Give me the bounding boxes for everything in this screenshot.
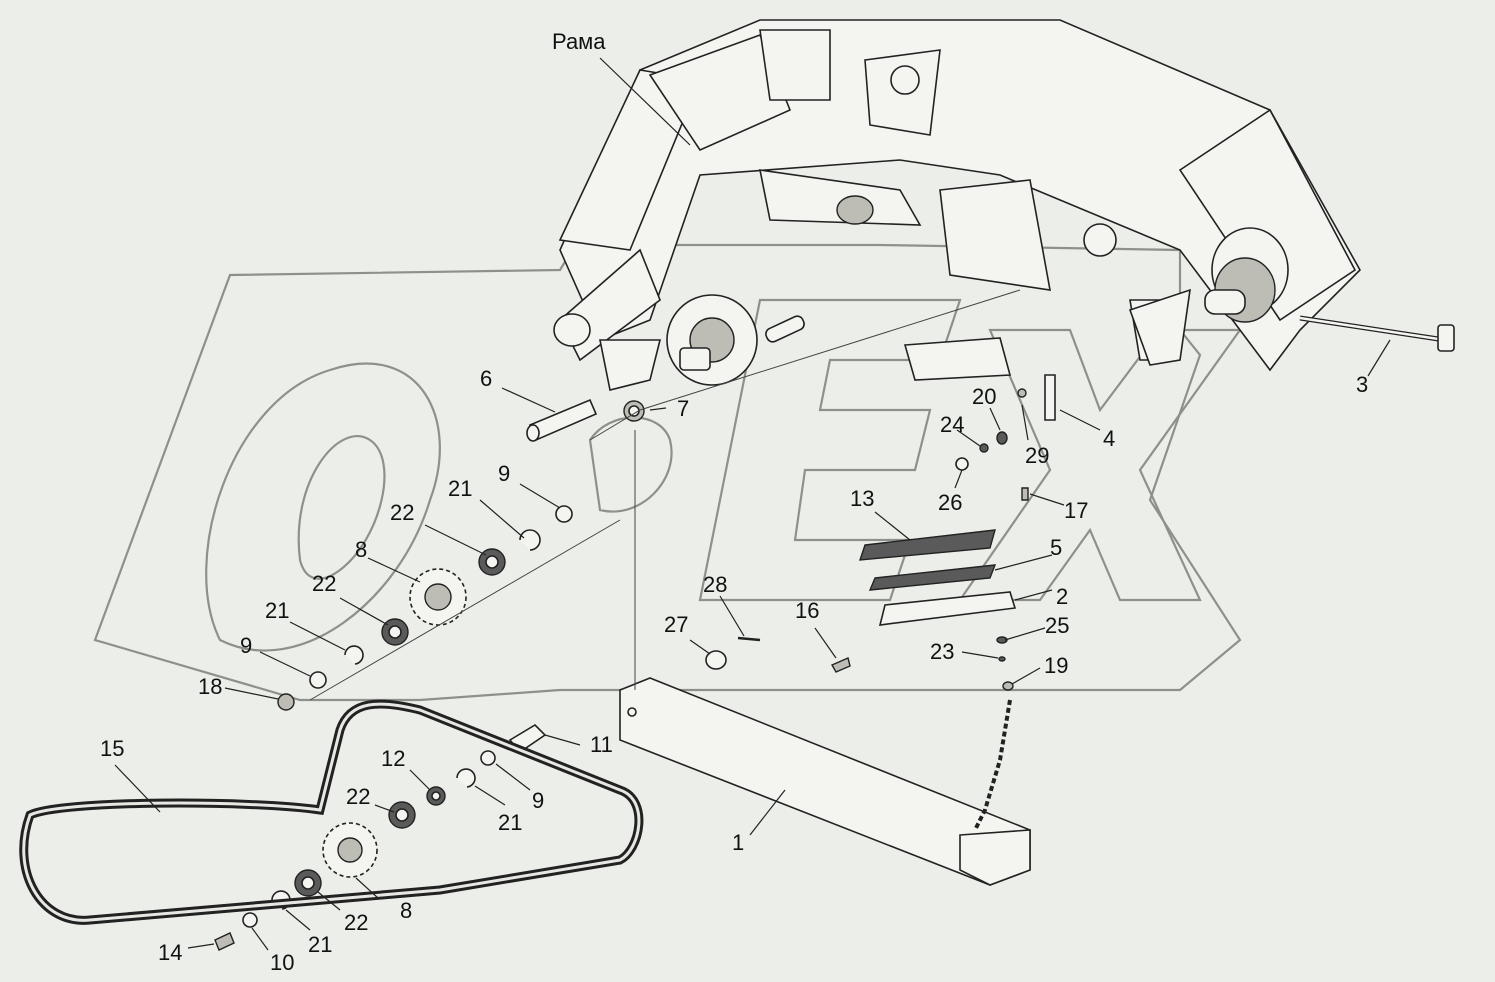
part-7-bushing: [623, 400, 645, 422]
label-part-22-a: 22: [390, 500, 414, 525]
label-part-10: 10: [270, 950, 294, 975]
label-part-2: 2: [1056, 584, 1068, 609]
part-22-bearing-d: [294, 869, 322, 897]
part-13-plate: [858, 529, 996, 561]
part-26-washer: [955, 457, 969, 471]
part-22-bearing-b: [381, 618, 409, 646]
label-part-24: 24: [940, 412, 964, 437]
label-part-22-b: 22: [312, 571, 336, 596]
label-part-11: 11: [590, 732, 613, 757]
part-9-ring-lower: [480, 750, 496, 766]
part-9-ring-mid: [309, 671, 327, 689]
part-21-circlip-a: [519, 529, 541, 551]
label-part-29: 29: [1025, 443, 1049, 468]
drive-hub: [1204, 227, 1289, 323]
frame-sprocket: [666, 294, 805, 386]
label-part-21-c: 21: [498, 810, 522, 835]
label-part-23: 23: [930, 639, 954, 664]
label-part-20: 20: [972, 384, 996, 409]
label-part-7: 7: [677, 396, 689, 421]
part-8-sprocket-b: [322, 822, 378, 878]
label-rama: Рама: [552, 29, 606, 54]
part-6-pin: [526, 398, 598, 442]
frame-rama: [558, 19, 1361, 372]
label-part-5: 5: [1050, 535, 1062, 560]
label-part-9-mid: 9: [240, 633, 252, 658]
part-21-circlip-c: [456, 768, 476, 788]
label-part-27: 27: [664, 612, 688, 637]
tensioner-arm: [553, 169, 922, 391]
label-part-21-b: 21: [265, 598, 289, 623]
label-part-18: 18: [198, 674, 222, 699]
part-3-rod: [1299, 315, 1455, 352]
part-9-ring-upper: [555, 505, 573, 523]
part-10-washer: [242, 912, 258, 928]
label-part-8-upper: 8: [355, 537, 367, 562]
part-8-sprocket-a: [409, 568, 467, 626]
assembly-axis-lines: [309, 289, 1021, 701]
side-bracket: [1128, 288, 1191, 366]
part-28-pin: [737, 636, 761, 642]
label-part-12: 12: [381, 746, 405, 771]
tension-bracket: [903, 337, 1012, 381]
label-part-22-c: 22: [346, 784, 370, 809]
label-part-19: 19: [1044, 653, 1068, 678]
label-part-8-lower: 8: [400, 898, 412, 923]
part-1-guard: [619, 677, 1031, 886]
part-18-nut: [277, 693, 295, 711]
label-part-4: 4: [1103, 426, 1115, 451]
part-17-bolt: [1021, 487, 1029, 501]
tension-chain: [973, 699, 1012, 831]
part-27-washer: [705, 650, 727, 670]
part-29-bolt: [1017, 388, 1027, 398]
label-part-26: 26: [938, 490, 962, 515]
part-15-belt: [19, 699, 644, 925]
part-12-ring: [426, 786, 446, 806]
label-part-17: 17: [1064, 498, 1088, 523]
part-4-link: [1044, 374, 1056, 421]
label-part-9-upper: 9: [498, 461, 510, 486]
label-part-21-a: 21: [448, 476, 472, 501]
part-22-bearing-a: [478, 548, 506, 576]
leader-lines: [114, 57, 1391, 951]
part-16-bolt: [831, 657, 851, 673]
label-part-28: 28: [703, 572, 727, 597]
label-part-6: 6: [480, 366, 492, 391]
part-21-circlip-b: [344, 645, 364, 665]
label-part-14: 14: [158, 940, 182, 965]
label-part-1: 1: [732, 830, 744, 855]
label-part-25: 25: [1045, 613, 1069, 638]
part-19-nut: [1002, 681, 1014, 691]
label-part-15: 15: [100, 736, 124, 761]
part-14-bolt: [214, 932, 235, 951]
callout-labels: Рама 1 2 3 4 5 6 7 8 8 9 9 9 10 11 12 13…: [100, 29, 1368, 975]
part-20-nut: [996, 431, 1008, 445]
part-24-nut: [979, 443, 989, 453]
label-part-13: 13: [850, 486, 874, 511]
part-22-bearing-c: [388, 801, 416, 829]
label-part-22-d: 22: [344, 910, 368, 935]
label-part-21-d: 21: [308, 932, 332, 957]
label-part-16: 16: [795, 598, 819, 623]
label-part-9-lower: 9: [532, 788, 544, 813]
part-5-plate: [868, 564, 997, 591]
part-2-plate: [878, 591, 1017, 626]
part-23-washer: [998, 656, 1006, 662]
label-part-3: 3: [1356, 372, 1368, 397]
